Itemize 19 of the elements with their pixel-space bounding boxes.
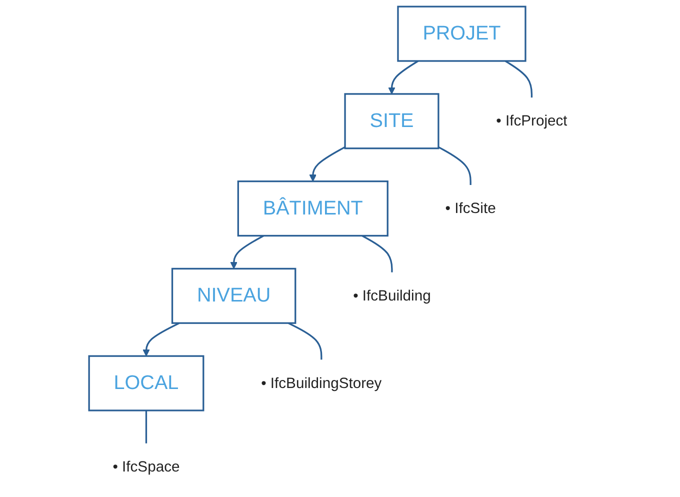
node-text: • IfcBuildingStorey — [261, 374, 382, 392]
node-box: NIVEAU — [171, 268, 296, 324]
connector — [288, 322, 322, 360]
node-box: SITE — [344, 93, 440, 150]
connector — [504, 60, 533, 98]
node-box: LOCAL — [88, 355, 204, 412]
connector — [362, 235, 393, 272]
node-text: • IfcSpace — [112, 458, 180, 475]
node-box: BÂTIMENT — [237, 180, 388, 237]
connector — [438, 146, 472, 186]
node-box: PROJET — [397, 6, 526, 62]
node-text: • IfcBuilding — [353, 287, 431, 304]
node-text: • IfcProject — [496, 112, 568, 129]
arrow — [230, 235, 264, 270]
connector — [145, 410, 148, 444]
node-text: • IfcSite — [445, 200, 496, 216]
arrow — [309, 146, 346, 182]
arrow — [388, 60, 419, 94]
arrow — [142, 322, 180, 356]
